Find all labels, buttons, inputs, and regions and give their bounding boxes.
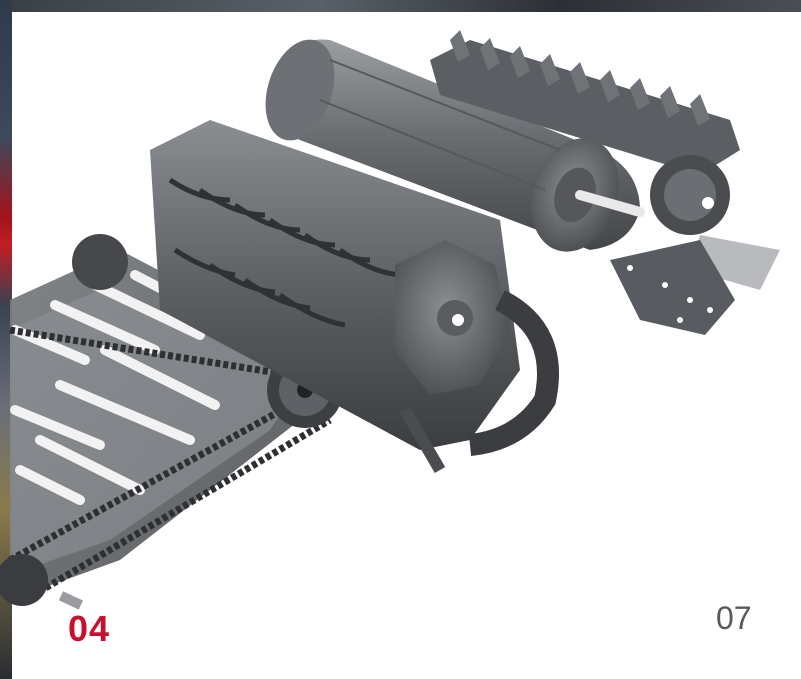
page-number: 07	[716, 600, 752, 636]
rotor-drum	[265, 39, 645, 252]
left-photo-strip	[0, 0, 12, 679]
section-number: 04	[68, 608, 111, 649]
top-photo-strip	[0, 0, 801, 12]
threshing-concave	[150, 120, 559, 474]
beater-assembly	[430, 30, 780, 335]
